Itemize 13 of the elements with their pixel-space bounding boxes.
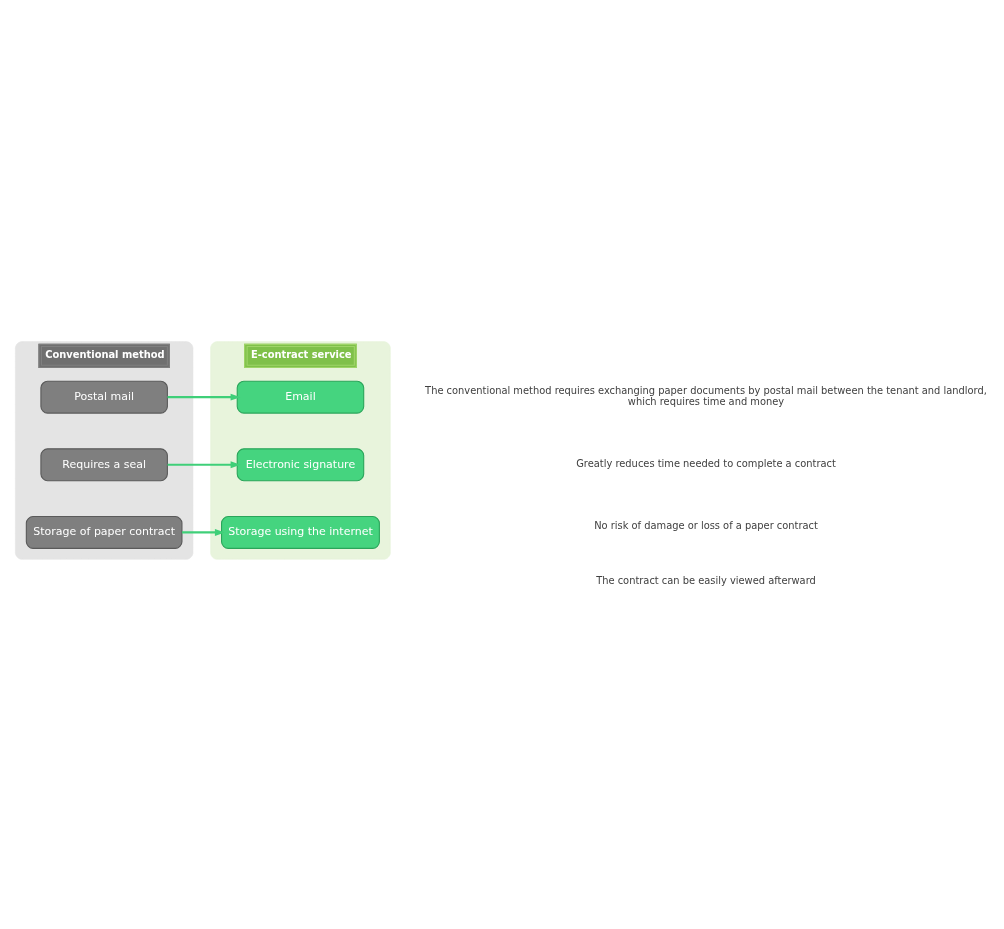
arrow — [182, 528, 225, 536]
label: The contract can be easily viewed afterward — [596, 575, 816, 587]
node-box: Storage of paper contract — [25, 515, 183, 549]
label: No risk of damage or loss of a paper contract — [594, 519, 818, 531]
arrow — [167, 461, 241, 469]
label: Greatly reduces time needed to complete a contract — [576, 458, 836, 470]
node-box: Requires a seal — [40, 448, 168, 482]
label: The conventional method requires exchanging paper documents by postal mail between the tenant and landlord, which requires time and money — [425, 385, 987, 408]
node-box: Storage using the internet — [221, 515, 380, 549]
node-box: Email — [236, 380, 365, 414]
node-box: Electronic signature — [236, 448, 365, 482]
node-box: Postal mail — [40, 380, 168, 414]
arrow — [167, 393, 241, 401]
